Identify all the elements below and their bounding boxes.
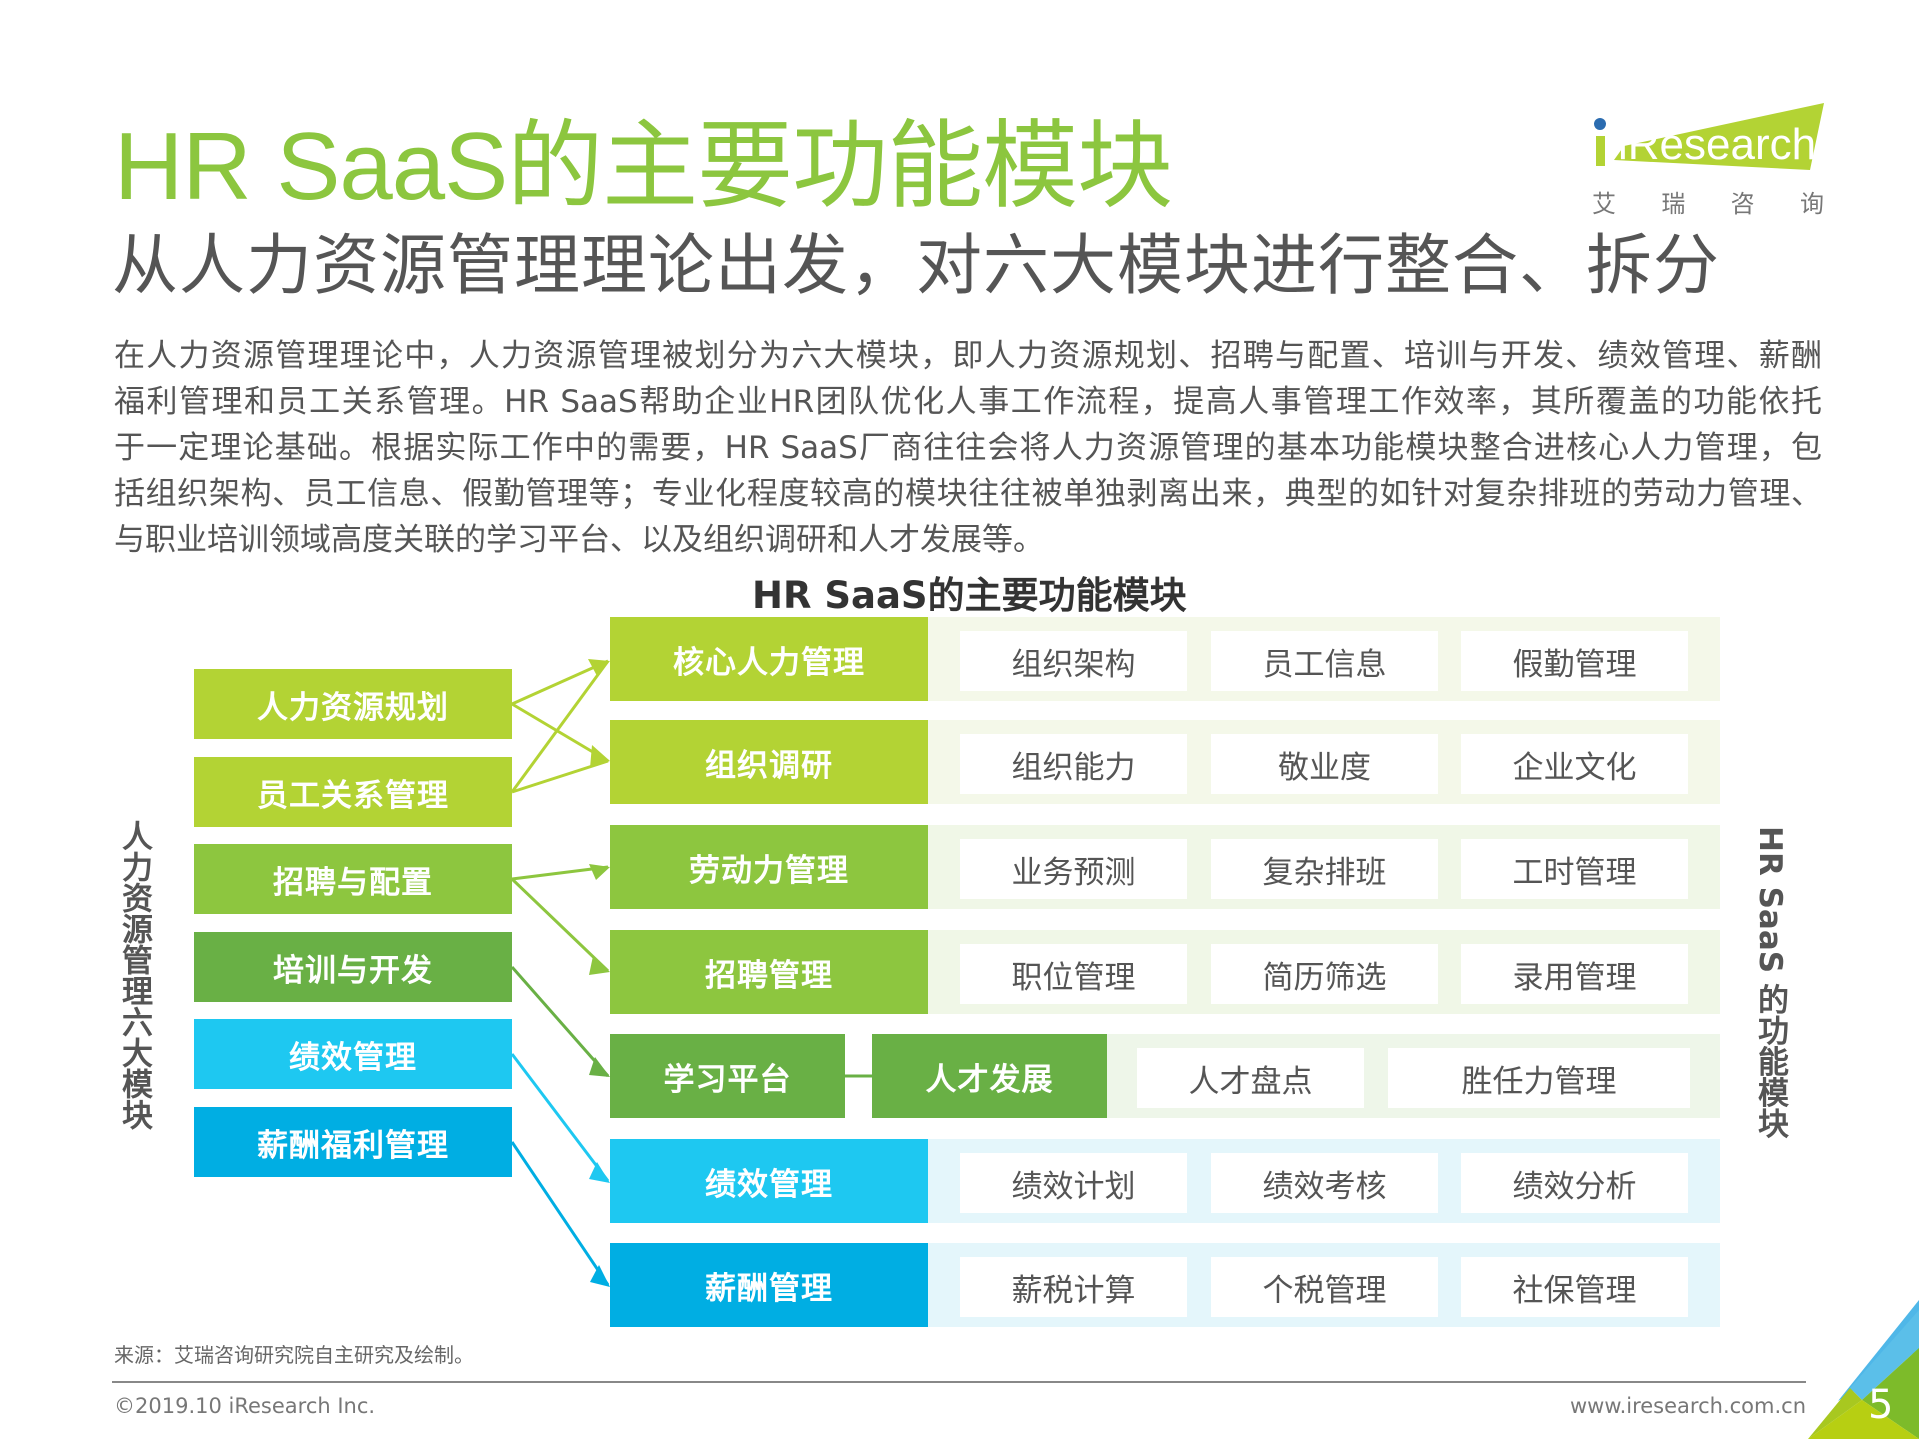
feature-cell: 组织架构 (960, 631, 1187, 691)
saas-row-org-survey: 组织调研 组织能力 敬业度 企业文化 (610, 720, 1720, 804)
feature-cell: 职位管理 (960, 944, 1187, 1004)
intro-line: 福利管理和员工关系管理。HR SaaS帮助企业HR团队优化人事工作流程，提高人事… (114, 384, 1822, 420)
copyright: ©2019.10 iResearch Inc. (114, 1394, 376, 1418)
hr-module-planning: 人力资源规划 (194, 669, 512, 739)
feature-cell: 人才盘点 (1137, 1048, 1364, 1108)
page-number: 5 (1868, 1382, 1894, 1428)
feature-cell: 敬业度 (1211, 734, 1438, 794)
feature-cell: 业务预测 (960, 839, 1187, 899)
feature-cell: 工时管理 (1461, 839, 1688, 899)
saas-module-workforce: 劳动力管理 (610, 825, 928, 909)
saas-module-recruitment: 招聘管理 (610, 930, 928, 1014)
feature-cell: 复杂排班 (1211, 839, 1438, 899)
logo-shape-icon (1594, 103, 1824, 170)
feature-cell: 录用管理 (1461, 944, 1688, 1004)
intro-paragraph: 在人力资源管理理论中，人力资源管理被划分为六大模块，即人力资源规划、招聘与配置、… (114, 333, 1822, 563)
hr-module-training: 培训与开发 (194, 932, 512, 1002)
logo-brand-text: iResearch (1618, 120, 1817, 169)
saas-row-workforce: 劳动力管理 业务预测 复杂排班 工时管理 (610, 825, 1720, 909)
feature-cell: 员工信息 (1211, 631, 1438, 691)
saas-module-talent: 人才发展 (872, 1034, 1107, 1118)
saas-module-org-survey: 组织调研 (610, 720, 928, 804)
hr-module-compensation: 薪酬福利管理 (194, 1107, 512, 1177)
source-note: 来源：艾瑞咨询研究院自主研究及绘制。 (114, 1343, 474, 1367)
saas-row-core-hr: 核心人力管理 组织架构 员工信息 假勤管理 (610, 617, 1720, 701)
arrow-recruit-recruitment (510, 877, 610, 973)
saas-row-learning: 学习平台 人才发展 人才盘点 胜任力管理 (610, 1034, 1720, 1118)
saas-module-performance: 绩效管理 (610, 1139, 928, 1223)
hr-module-relations: 员工关系管理 (194, 757, 512, 827)
saas-row-recruitment: 招聘管理 职位管理 简历筛选 录用管理 (610, 930, 1720, 1014)
page-subtitle: 从人力资源管理理论出发，对六大模块进行整合、拆分 (112, 227, 1720, 304)
feature-cell: 绩效分析 (1461, 1153, 1688, 1213)
footer-divider (112, 1381, 1806, 1383)
right-vertical-label: HR SaaS 的功能模块 (1752, 826, 1788, 1139)
iresearch-logo: iResearch 艾 瑞 咨 询 (1588, 100, 1828, 220)
saas-row-performance: 绩效管理 绩效计划 绩效考核 绩效分析 (610, 1139, 1720, 1223)
intro-line: 括组织架构、员工信息、假勤管理等；专业化程度较高的模块往往被单独剥离出来，典型的… (114, 476, 1822, 512)
feature-cell: 绩效考核 (1211, 1153, 1438, 1213)
saas-row-payroll: 薪酬管理 薪税计算 个税管理 社保管理 (610, 1243, 1720, 1327)
feature-cell: 简历筛选 (1211, 944, 1438, 1004)
diagram-caption: HR SaaS的主要功能模块 (752, 574, 1187, 617)
feature-cell: 薪税计算 (960, 1257, 1187, 1317)
logo-cn-text: 艾 瑞 咨 询 (1592, 190, 1824, 218)
intro-line: 与职业培训领域高度关联的学习平台、以及组织调研和人才发展等。 (114, 522, 1044, 558)
arrow-perf-perf (510, 1053, 610, 1182)
feature-cell: 假勤管理 (1461, 631, 1688, 691)
saas-module-learning: 学习平台 (610, 1034, 845, 1118)
page-title: HR SaaS的主要功能模块 (114, 113, 1173, 220)
saas-module-core-hr: 核心人力管理 (610, 617, 928, 701)
left-vertical-label: 人力资源管理六大模块 (116, 820, 152, 1130)
arrow-training-learning (510, 966, 610, 1077)
feature-cell: 组织能力 (960, 734, 1187, 794)
arrow-comp-payroll (510, 1141, 610, 1286)
intro-line: 于一定理论基础。根据实际工作中的需要，HR SaaS厂商往往会将人力资源管理的基… (114, 430, 1822, 466)
hr-module-performance: 绩效管理 (194, 1019, 512, 1089)
saas-module-payroll: 薪酬管理 (610, 1243, 928, 1327)
intro-line: 在人力资源管理理论中，人力资源管理被划分为六大模块，即人力资源规划、招聘与配置、… (114, 338, 1822, 374)
arrow-relations-core (510, 660, 610, 793)
feature-cell: 社保管理 (1461, 1257, 1688, 1317)
feature-cell: 个税管理 (1211, 1257, 1438, 1317)
feature-cell: 企业文化 (1461, 734, 1688, 794)
arrow-hrplan-core (511, 659, 609, 706)
website-link[interactable]: www.iresearch.com.cn (1569, 1394, 1806, 1418)
hr-module-recruitment: 招聘与配置 (194, 844, 512, 914)
feature-cell: 绩效计划 (960, 1153, 1187, 1213)
feature-cell: 胜任力管理 (1388, 1048, 1690, 1108)
